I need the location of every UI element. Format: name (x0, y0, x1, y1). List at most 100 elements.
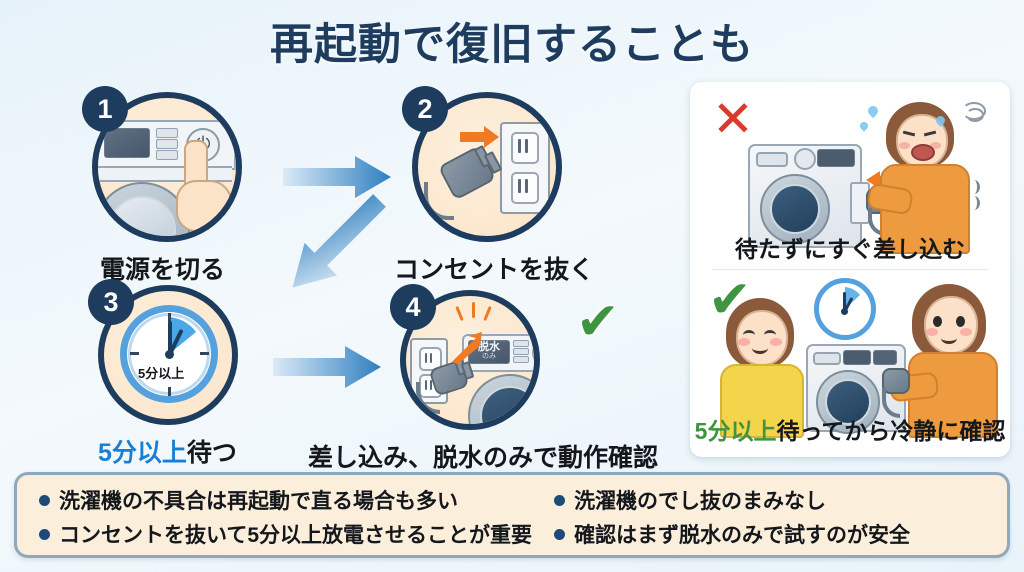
note-text: 洗濯機の不具合は再起動で直る場合も多い (59, 490, 458, 513)
note-item: 洗濯機のでし抜のまみなし (554, 483, 1007, 517)
good-washer-tray (813, 352, 841, 365)
bad-washer-tray (756, 152, 788, 167)
step-4-number-badge: 4 (390, 284, 436, 330)
note-text: 確認はまず脱水のみで試すのが安全 (574, 524, 911, 547)
notes-column-right: 洗濯機のでし抜のまみなし 確認はまず脱水のみで試すのが安全 (532, 475, 1007, 555)
spark-line-3 (483, 305, 492, 322)
notes-column-left: 洗濯機の不具合は再起動で直る場合も多い コンセントを抜いて5分以上放電させること… (17, 475, 532, 555)
bullet-dot-icon (554, 528, 566, 540)
bullet-dot-icon (554, 494, 566, 506)
good-woman-left-cheek-right (770, 338, 782, 346)
step-4-label: 差し込み、脱水のみで動作確認 (308, 444, 659, 472)
spark-line-1 (455, 305, 464, 322)
step-2: 2 コンセントを抜く (394, 86, 594, 284)
note-text: コンセントを抜いて5分以上放電させることが重要 (59, 524, 533, 547)
step-2-label: コンセントを抜く (394, 256, 595, 284)
washer-key-c (513, 356, 529, 363)
comparison-bad-caption: 待たずにすぐ差し込む (734, 236, 966, 262)
outlet-slot-top-right (525, 139, 528, 153)
clock-minute-hand (168, 321, 172, 354)
washer-key-2 (156, 139, 178, 149)
bad-washer-dial (794, 148, 816, 170)
sweat-drop-1 (865, 103, 881, 119)
arrow-step1-to-step2 (283, 155, 393, 204)
outlet-slot-top-left (518, 139, 521, 153)
good-woman-right-smile (941, 332, 957, 344)
motion-line-1 (968, 180, 980, 194)
good-clock-minute-hand (843, 292, 846, 312)
washer-mode-sub: のみ (482, 353, 496, 361)
good-woman-left-shirt (720, 364, 804, 438)
washer-key-3 (156, 150, 178, 160)
plug-cord-step4 (416, 382, 440, 414)
unplug-direction-arrow-icon (460, 126, 499, 148)
washer-display (104, 128, 150, 158)
clock-tick-9 (130, 352, 139, 355)
page-title: 再起動で復旧することも (270, 21, 754, 69)
washer-mode-display: 脱水 のみ (468, 340, 510, 364)
step-4-illustration: 脱水 のみ (400, 290, 540, 430)
good-washer-display-2 (873, 350, 897, 365)
plug-cord (424, 182, 454, 220)
washer-mode-main: 脱水 (478, 341, 500, 354)
step-1-illustration: ⏻ (92, 92, 242, 242)
step-3-label-highlight: 5分以上 (98, 439, 187, 467)
note-item: コンセントを抜いて5分以上放電させることが重要 (39, 517, 532, 551)
step-3-label: 5分以上待つ (98, 433, 237, 469)
good-woman-left-smile (752, 342, 768, 354)
good-woman-left-eye-right (764, 330, 776, 340)
washer-key-1 (156, 128, 178, 138)
good-plug-cord (882, 388, 900, 418)
wall-outlet (500, 122, 550, 214)
good-woman-right-cheek-right (960, 328, 972, 336)
step-4: 脱水 のみ 4 ✔ 差し (308, 284, 658, 472)
comparison-bad-panel: ✕ (690, 82, 1010, 270)
clock-caption: 5分以上 (138, 366, 185, 381)
bad-woman-mouth (911, 144, 935, 161)
frustration-squiggle-icon-2 (966, 108, 984, 122)
good-woman-right-eye-left (933, 316, 942, 327)
washer-key-b (513, 348, 529, 355)
washer-key-a (513, 340, 529, 347)
bad-washer-window (770, 184, 820, 234)
clock-tick-12 (168, 313, 171, 322)
step-2-number-badge: 2 (402, 86, 448, 132)
step-3-label-rest: 待つ (186, 439, 237, 467)
hand-fist (176, 180, 232, 232)
comparison-good-caption: 5分以上待ってから冷静に確認 (690, 412, 1010, 446)
good-washer-display (843, 350, 871, 365)
outlet-small-slot-top-left (425, 353, 427, 363)
outlet-socket-bottom (511, 172, 539, 204)
good-washer-window (825, 379, 871, 425)
outlet-socket-top (511, 132, 539, 164)
bad-plug-cord (868, 208, 886, 236)
insert-direction-arrow-icon (452, 332, 482, 364)
step-4-number: 4 (405, 291, 421, 322)
comparison-good-caption-highlight: 5分以上 (694, 418, 777, 444)
good-woman-right-face (924, 296, 978, 354)
good-woman-left-cheek-left (738, 338, 750, 346)
sweat-drop-2 (858, 120, 870, 132)
outlet-small-slot-top-right (430, 353, 432, 363)
step-3: 5分以上 3 5分以上待つ (88, 279, 238, 467)
clock-center-pin (165, 350, 174, 359)
bullet-dot-icon (39, 494, 50, 506)
step-1-number-badge: 1 (82, 86, 128, 132)
note-text: 洗濯機のでし抜のまみなし (574, 490, 827, 513)
step-1-label: 電源を切る (100, 256, 226, 284)
note-item: 洗濯機の不具合は再起動で直る場合も多い (39, 483, 532, 517)
clock-tick-6 (168, 387, 171, 396)
bad-woman-cheek-right (930, 142, 941, 149)
comparison-divider (712, 269, 988, 270)
arrow-step2-to-step3 (265, 185, 395, 320)
step-2-number: 2 (417, 93, 433, 124)
bad-woman-cheek-left (899, 142, 910, 149)
notes-box: 洗濯機の不具合は再起動で直る場合も多い コンセントを抜いて5分以上放電させること… (14, 472, 1010, 558)
good-clock-center-pin (841, 308, 848, 315)
spark-line-2 (472, 302, 475, 318)
bad-washer-display (817, 149, 855, 167)
step-3-number: 3 (103, 286, 119, 317)
good-woman-right-cheek-left (926, 328, 938, 336)
clock-tick-3 (200, 352, 209, 355)
